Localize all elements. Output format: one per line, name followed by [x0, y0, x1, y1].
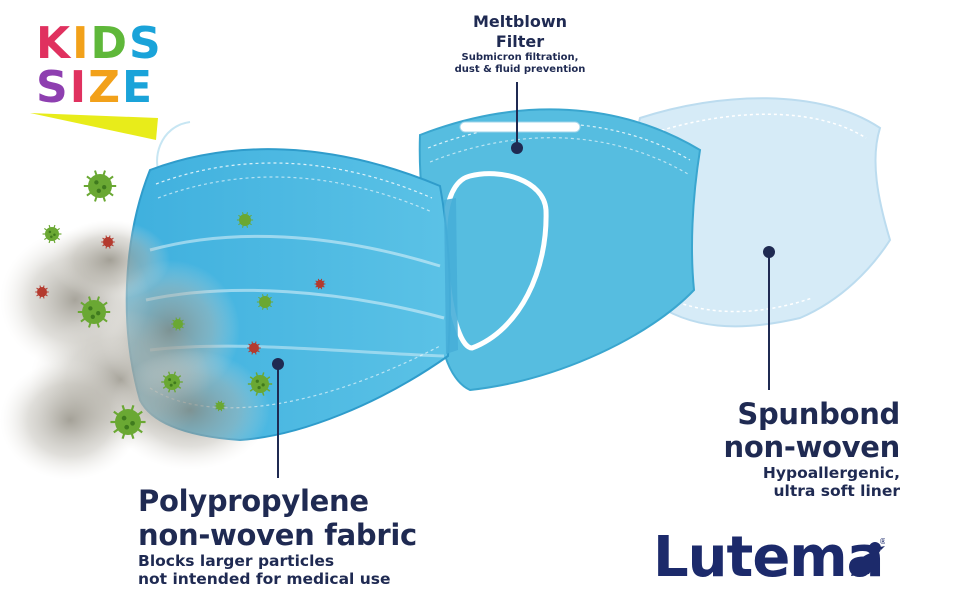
- polypropylene-dot: [272, 358, 284, 370]
- polypropylene-desc-line2: not intended for medical use: [138, 570, 391, 588]
- badge-letter: I: [72, 18, 91, 69]
- spunbond-title-line2: non-woven: [723, 430, 901, 464]
- meltblown-filter-label: Meltblown Filter Submicron filtration, d…: [420, 12, 620, 76]
- registered-mark: ®: [879, 538, 885, 546]
- polypropylene-title-line1: Polypropylene: [138, 484, 369, 518]
- meltblown-desc-line1: Submicron filtration,: [461, 52, 579, 63]
- virus-icon: [35, 285, 49, 299]
- meltblown-title-line2: Filter: [495, 32, 545, 51]
- virus-icon: [247, 372, 273, 396]
- virus-icon: [314, 278, 326, 290]
- smoke-cloud: [0, 220, 270, 480]
- badge-letter: S: [129, 18, 163, 69]
- virus-icon: [236, 212, 254, 228]
- polypropylene-label: Polypropylene non-woven fabric Blocks la…: [138, 484, 458, 588]
- spunbond-desc-line2: ultra soft liner: [773, 482, 901, 500]
- virus-icon: [83, 170, 117, 202]
- virus-icon: [161, 371, 183, 393]
- virus-particles: [35, 170, 326, 440]
- middle-meltblown-layer: [418, 108, 702, 392]
- kids-size-line1: KIDS: [36, 22, 166, 66]
- bird-logo-icon: ®: [851, 538, 885, 576]
- spunbond-label: Spunbond non-woven Hypoallergenic, ultra…: [700, 397, 901, 501]
- kids-size-badge: KIDS SIZE: [36, 22, 166, 110]
- meltblown-title-line1: Meltblown: [472, 12, 567, 31]
- spunbond-title-line1: Spunbond: [737, 397, 900, 431]
- badge-letter: E: [121, 62, 155, 113]
- virus-icon: [77, 296, 111, 328]
- kids-size-underline: [30, 113, 158, 140]
- badge-letter: I: [69, 62, 89, 113]
- meltblown-desc-line2: dust & fluid prevention: [454, 64, 586, 75]
- virus-icon: [42, 224, 62, 244]
- kids-size-line2: SIZE: [36, 66, 166, 110]
- polypropylene-desc-line1: Blocks larger particles: [138, 552, 335, 570]
- brand-name: Lutema: [653, 525, 884, 590]
- badge-letter: Z: [88, 62, 122, 113]
- spunbond-dot: [763, 246, 775, 258]
- badge-letter: S: [36, 62, 70, 113]
- virus-icon: [214, 400, 226, 412]
- virus-icon: [171, 317, 185, 331]
- virus-icon: [256, 294, 274, 310]
- spunbond-desc-line1: Hypoallergenic,: [762, 464, 900, 482]
- lutema-logo: Lutema ®: [653, 530, 893, 586]
- meltblown-dot: [511, 142, 523, 154]
- badge-letter: K: [36, 18, 73, 69]
- virus-icon: [110, 404, 146, 440]
- virus-icon: [247, 341, 261, 355]
- leader-lines: [272, 82, 775, 478]
- badge-letter: D: [90, 18, 130, 69]
- polypropylene-title-line2: non-woven fabric: [138, 518, 417, 552]
- virus-icon: [101, 235, 115, 249]
